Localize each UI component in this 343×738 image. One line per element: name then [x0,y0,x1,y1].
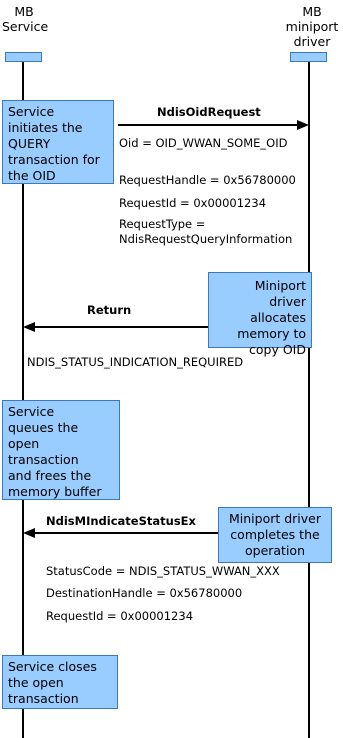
note-line: transaction for [8,152,100,167]
note-line: memory buffer [8,484,102,499]
note-line: Service closes [8,659,97,674]
note-line: initiates the [8,120,83,135]
note-service-queues: Service queues the open transaction and … [2,400,120,500]
note-line: Miniport driver [228,511,322,526]
note-line: Service [8,104,55,119]
participant-driver-header: MB miniport driver [282,4,342,49]
note-line: Miniport driver [254,278,306,309]
arrow-return [23,322,210,332]
participant-driver-box [290,52,327,62]
destination-handle-param: DestinationHandle = 0x56780000 [46,586,243,600]
note-driver-allocates: Miniport driver allocates memory to copy… [208,272,312,357]
note-line: the open [8,675,64,690]
request-id-param-2: RequestId = 0x00001234 [46,609,194,623]
note-line: transaction [8,452,79,467]
participant-driver-line3: driver [293,34,331,49]
note-line: the OID [8,168,56,183]
participant-service-line1: MB [14,4,34,19]
note-service-closes: Service closes the open transaction [2,655,118,709]
request-type-value: NdisRequestQueryInformation [119,232,293,246]
note-line: open [8,436,40,451]
oid-param: Oid = OID_WWAN_SOME_OID [119,136,288,150]
note-line: memory to [237,326,306,341]
note-driver-completes: Miniport driver completes the operation [218,507,332,563]
message-return-label: Return [87,303,132,317]
participant-service-box [5,52,42,62]
note-line: completes the [230,527,320,542]
arrow-oid-request [118,120,309,130]
request-id-param: RequestId = 0x00001234 [119,196,267,210]
participant-service-line2: Service [2,19,49,34]
note-line: queues the [8,420,79,435]
message-oid-request-label: NdisOidRequest [157,105,261,119]
return-status-text: NDIS_STATUS_INDICATION_REQUIRED [27,355,244,369]
note-line: and frees the [8,468,92,483]
participant-driver-line2: miniport [285,19,339,34]
note-line: QUERY [8,136,51,151]
participant-driver-line1: MB [302,4,322,19]
note-line: operation [244,543,306,558]
note-line: allocates [250,310,306,325]
driver-lifeline [308,62,310,738]
participant-service-header: MB Service [2,4,49,34]
request-handle-param: RequestHandle = 0x56780000 [119,173,296,187]
note-line: Service [8,404,55,419]
note-line: copy OID [249,342,306,357]
status-code-param: StatusCode = NDIS_STATUS_WWAN_XXX [46,564,280,578]
note-line: transaction [8,691,79,706]
request-type-param: RequestType = [119,217,206,231]
message-indicate-status-label: NdisMIndicateStatusEx [46,514,196,528]
arrow-indicate-status [23,528,218,538]
note-service-query: Service initiates the QUERY transaction … [2,100,114,184]
